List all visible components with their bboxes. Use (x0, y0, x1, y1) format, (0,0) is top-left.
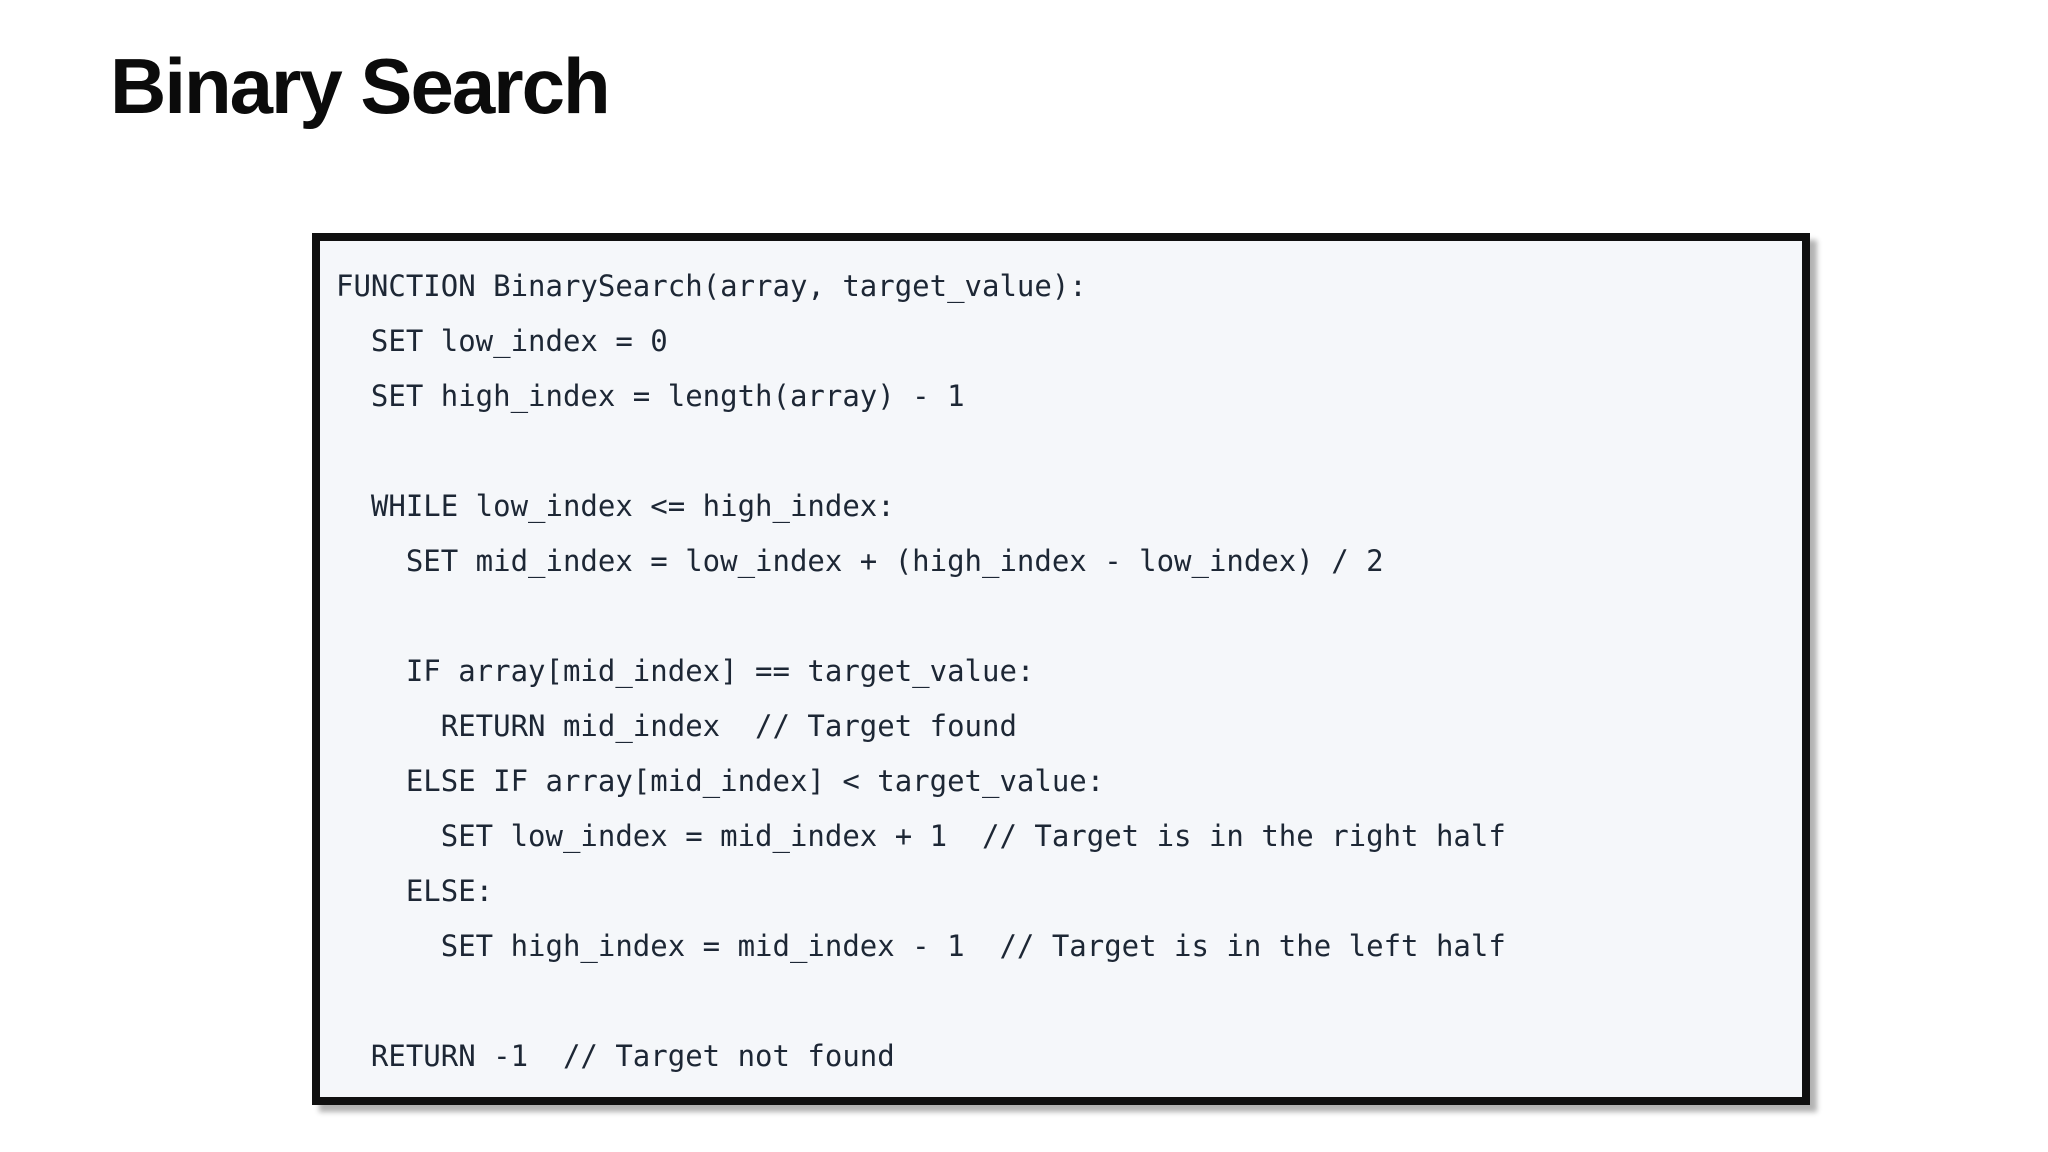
pseudocode-panel: FUNCTION BinarySearch(array, target_valu… (312, 233, 1810, 1105)
pseudocode-text: FUNCTION BinarySearch(array, target_valu… (336, 269, 1506, 1073)
slide-title: Binary Search (110, 42, 611, 130)
